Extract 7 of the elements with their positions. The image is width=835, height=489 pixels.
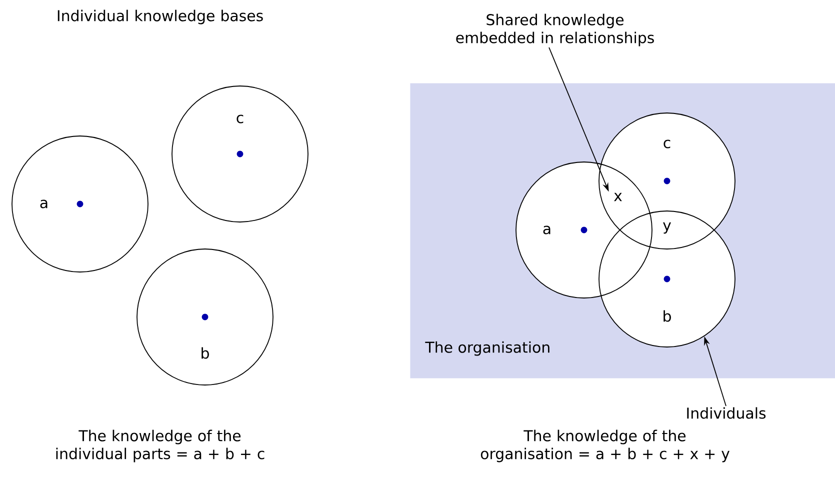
text-label: y <box>663 222 671 234</box>
callout-text: Shared knowledge embedded in relationships <box>456 14 654 46</box>
text-label: Individual knowledge bases <box>58 10 263 24</box>
region-letter: x <box>614 192 622 202</box>
callout-text: Individuals <box>687 407 766 419</box>
text-label: The knowledge of the organisation = a + b + c + x + y <box>480 430 730 462</box>
text-label: The knowledge of the individual parts = a + b + c <box>56 430 264 462</box>
